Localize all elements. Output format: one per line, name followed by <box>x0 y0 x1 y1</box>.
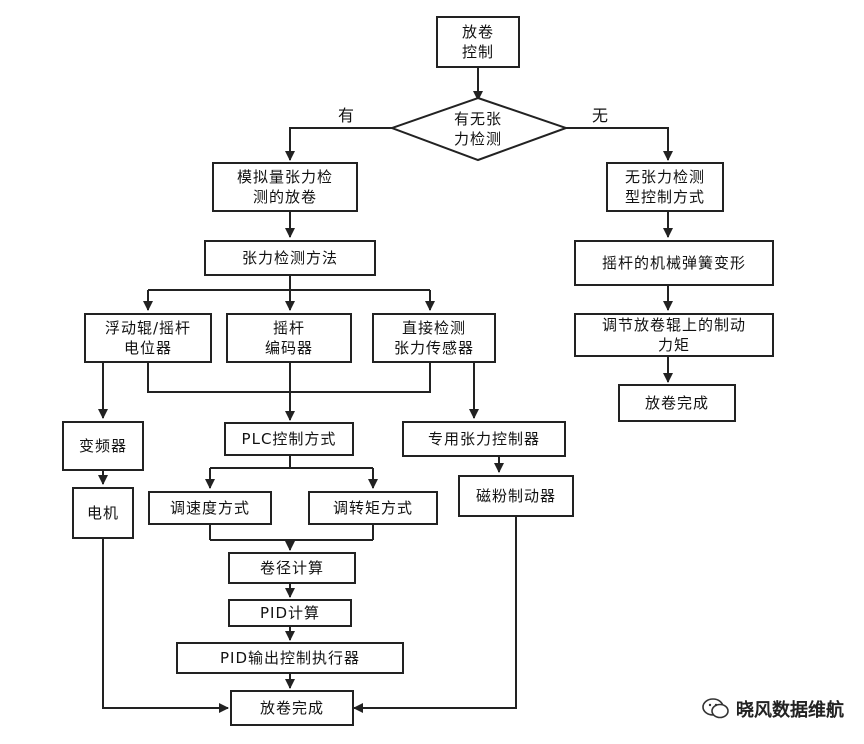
motor-node: 电机 <box>72 487 134 539</box>
no-tension-node: 无张力检测 型控制方式 <box>606 162 724 212</box>
analog-tension-node: 模拟量张力检 测的放卷 <box>212 162 358 212</box>
rocker-spring-node: 摇杆的机械弹簧变形 <box>574 240 774 286</box>
edge-label-no: 无 <box>592 106 609 125</box>
pid-output-node: PID输出控制执行器 <box>176 642 404 674</box>
decision-node-label: 有无张 力检测 <box>453 109 502 148</box>
magnetic-brake-node: 磁粉制动器 <box>458 475 574 517</box>
watermark: 晓风数据维航 <box>702 696 844 722</box>
done-bottom-node: 放卷完成 <box>230 690 354 726</box>
dancer-potentiometer-node: 浮动辊/摇杆 电位器 <box>84 313 212 363</box>
rocker-encoder-node: 摇杆 编码器 <box>226 313 352 363</box>
detection-method-node: 张力检测方法 <box>204 240 376 276</box>
speed-mode-node: 调速度方式 <box>148 491 272 525</box>
torque-mode-node: 调转矩方式 <box>308 491 438 525</box>
plc-control-node: PLC控制方式 <box>224 422 354 456</box>
start-node: 放卷 控制 <box>436 16 520 68</box>
watermark-text: 晓风数据维航 <box>736 700 844 721</box>
wechat-icon <box>702 698 730 720</box>
direct-sensor-node: 直接检测 张力传感器 <box>372 313 496 363</box>
pid-calc-node: PID计算 <box>228 599 352 627</box>
decision-diamond <box>389 96 570 162</box>
done-right-node: 放卷完成 <box>618 384 736 422</box>
adjust-torque-node: 调节放卷辊上的制动 力矩 <box>574 313 774 357</box>
inverter-node: 变频器 <box>62 421 144 471</box>
tension-controller-node: 专用张力控制器 <box>402 421 566 457</box>
diameter-calc-node: 卷径计算 <box>228 552 356 584</box>
edge-label-yes: 有 <box>338 106 355 125</box>
